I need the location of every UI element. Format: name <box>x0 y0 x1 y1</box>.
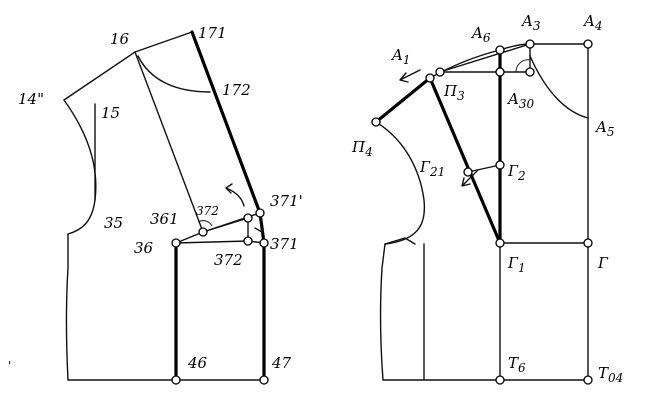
label-P4: П4 <box>351 138 373 159</box>
label-G1: Г1 <box>507 254 526 275</box>
node-G1 <box>495 238 505 248</box>
right-arrow-G21 <box>461 169 479 187</box>
node-A30 <box>525 67 535 77</box>
label-T6: T6 <box>508 354 526 375</box>
node-A6 <box>495 45 505 55</box>
left-armhole-curve <box>63 99 97 235</box>
node-A1 <box>425 73 435 83</box>
label-372-bottom: 372 <box>214 251 243 269</box>
label-A6: A6 <box>470 24 491 45</box>
node-A6-lower <box>495 67 505 77</box>
node-P3 <box>435 67 445 77</box>
label-371: 371 <box>270 235 299 253</box>
label-171: 171 <box>198 24 227 42</box>
right-left-side <box>379 243 386 381</box>
left-pattern: 16 171 172 14" 15 35 361 372 371' 36 371… <box>18 24 303 385</box>
right-bold-shoulder <box>374 76 432 124</box>
node-T04 <box>583 375 593 385</box>
left-rotation-arrowhead <box>225 183 233 194</box>
right-right-angle-mark <box>515 59 531 73</box>
right-arrow-A1 <box>399 69 421 83</box>
node-A3 <box>525 39 535 49</box>
left-dart-small <box>202 217 249 242</box>
node-372-bottom <box>243 236 253 246</box>
label-172: 172 <box>222 81 251 99</box>
label-G: Г <box>597 254 609 272</box>
right-neck-curve <box>529 55 589 119</box>
node-3711 <box>255 208 265 218</box>
node-A4 <box>583 39 593 49</box>
label-16: 16 <box>110 30 130 48</box>
left-front-edge <box>190 30 266 382</box>
stray-mark: ' <box>8 359 11 373</box>
left-marker-line <box>254 227 263 233</box>
label-G2: Г2 <box>507 162 526 183</box>
right-hatch-triangle <box>384 237 416 245</box>
node-372-top <box>243 213 253 223</box>
label-P3: П3 <box>443 82 465 103</box>
node-G21 <box>463 167 473 177</box>
label-T04: T04 <box>598 364 623 385</box>
label-361: 361 <box>150 210 179 228</box>
node-371 <box>259 238 269 248</box>
node-361 <box>198 227 208 237</box>
node-G2 <box>495 160 505 170</box>
label-A3: A3 <box>520 12 541 33</box>
node-G <box>583 238 593 248</box>
right-P3-diag <box>439 43 531 73</box>
left-side-upper <box>65 233 69 381</box>
left-rotation-arrow <box>225 187 245 207</box>
left-right-angle-mark <box>197 220 213 227</box>
label-G21: Г21 <box>419 158 445 179</box>
label-35: 35 <box>104 214 123 232</box>
node-46 <box>171 375 181 385</box>
label-372-top: 372 <box>196 204 219 218</box>
label-A5: A5 <box>594 118 614 139</box>
label-A30: A30 <box>506 90 534 111</box>
left-dart-line-1 <box>134 51 204 233</box>
node-T6 <box>495 375 505 385</box>
label-36: 36 <box>134 239 154 257</box>
label-46: 46 <box>187 354 208 372</box>
label-3711: 371' <box>270 192 303 210</box>
right-armhole <box>375 121 426 245</box>
label-A4: A4 <box>582 12 602 33</box>
label-A1: A1 <box>390 46 410 67</box>
right-dart-left <box>428 76 502 245</box>
node-36 <box>171 238 181 248</box>
left-dart-curve <box>137 55 211 93</box>
right-G21-line <box>467 164 501 173</box>
right-pattern: A1 A6 A3 A4 П3 A30 A5 П4 Г21 Г2 Г1 Г T6 … <box>351 12 623 385</box>
label-47: 47 <box>271 354 292 372</box>
label-14: 14" <box>18 90 44 108</box>
label-15: 15 <box>101 104 120 122</box>
node-47 <box>259 375 269 385</box>
node-P4 <box>371 117 381 127</box>
